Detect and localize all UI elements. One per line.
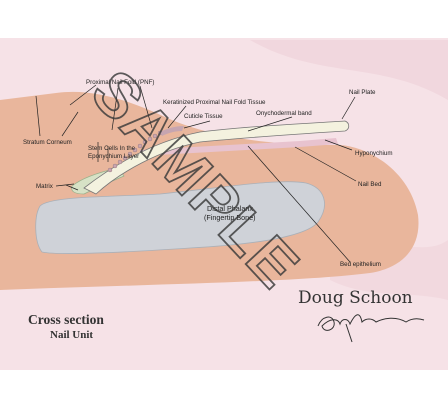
label-matrix: Matrix — [36, 183, 54, 190]
author-signature — [317, 314, 425, 343]
label-stem-cells: Stem Cells In the — [88, 145, 136, 152]
eponychium-stem-cells — [107, 130, 163, 173]
caption-subtitle: Nail Unit — [50, 329, 93, 341]
distal-phalanx-bone — [35, 181, 325, 255]
label-stratum-corneum: Stratum Corneum — [23, 139, 72, 146]
label-stem-cells-layer: Eponychium Layer — [88, 153, 139, 160]
label-distal-phalanx: Distal Phalanx — [207, 204, 253, 213]
label-hyponychium: Hyponychium — [355, 150, 393, 157]
label-nail-bed: Nail Bed — [358, 181, 382, 188]
caption-title: Cross section — [28, 312, 104, 327]
author-name: Doug Schoon — [298, 288, 413, 308]
nail-plate — [83, 120, 350, 195]
cuticle-tissue — [160, 126, 184, 136]
label-fingertip-bone: (Fingertip Bone) — [204, 213, 256, 222]
label-cuticle-tissue: Cuticle Tissue — [184, 113, 223, 120]
label-bed-epithelium: Bed epithelium — [340, 261, 381, 268]
label-keratinized-tissue: Keratinized Proximal Nail Fold Tissue — [163, 99, 266, 106]
background-swirl — [250, 40, 448, 100]
leader-lines — [35, 84, 357, 263]
label-nail-plate: Nail Plate — [349, 89, 376, 96]
nail-bed — [140, 138, 338, 156]
label-proximal-nail-fold: Proximal Nail Fold (PNF) — [86, 79, 154, 86]
label-onychodermal-band: Onychodermal band — [256, 110, 312, 117]
